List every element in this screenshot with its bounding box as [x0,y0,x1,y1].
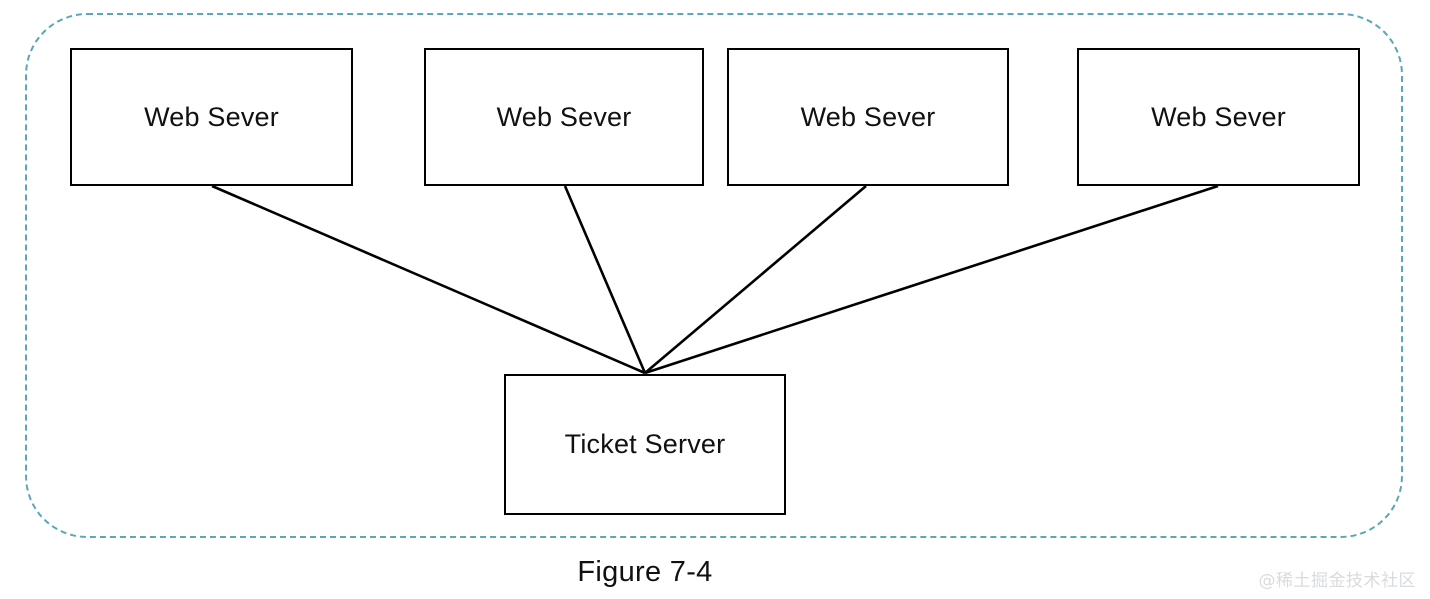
watermark: @稀土掘金技术社区 [1258,571,1416,591]
node-web-server-4[interactable]: Web Sever [1077,48,1360,186]
node-web-server-1[interactable]: Web Sever [70,48,353,186]
figure-caption: Figure 7-4 [577,556,713,588]
node-ticket-server[interactable]: Ticket Server [504,374,786,515]
node-label: Web Sever [800,101,936,132]
node-label: Web Sever [496,101,632,132]
node-label: Ticket Server [564,429,726,459]
node-web-server-2[interactable]: Web Sever [424,48,704,186]
node-label: Web Sever [1151,101,1286,132]
node-label: Web Sever [144,101,279,132]
node-web-server-3[interactable]: Web Sever [727,48,1009,186]
dashed-boundary-region [25,13,1403,538]
